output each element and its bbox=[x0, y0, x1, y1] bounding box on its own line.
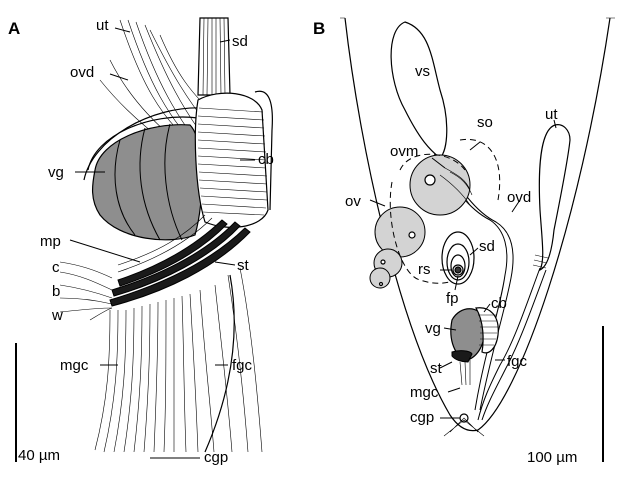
label-b-fp: fp bbox=[446, 290, 459, 307]
panel-a-oviduct-uterus bbox=[99, 19, 223, 166]
label-a-fgc: fgc bbox=[232, 357, 253, 374]
label-b-so: so bbox=[477, 114, 493, 131]
label-a-cb: cb bbox=[258, 151, 274, 168]
label-a-cgp: cgp bbox=[204, 449, 228, 466]
panel-b: B bbox=[313, 17, 615, 466]
label-b-ovm: ovm bbox=[390, 143, 418, 160]
label-a-w: w bbox=[51, 307, 63, 324]
label-a-ovd: ovd bbox=[70, 64, 94, 81]
label-b-st: st bbox=[430, 360, 443, 377]
label-b-sd: sd bbox=[479, 238, 495, 255]
label-a-b: b bbox=[52, 283, 60, 300]
common-genital-pore bbox=[443, 413, 485, 437]
panel-a-stylet bbox=[109, 214, 251, 307]
panel-a-vesicula-granulorum bbox=[83, 107, 206, 241]
label-b-mgc: mgc bbox=[410, 384, 439, 401]
label-b-ov: ov bbox=[345, 193, 361, 210]
scale-bar-b-label: 100 µm bbox=[527, 449, 577, 466]
label-b-fgc: fgc bbox=[507, 353, 528, 370]
seminal-receptacle bbox=[441, 231, 475, 285]
panel-b-letter: B bbox=[313, 19, 325, 38]
label-b-cb: cb bbox=[491, 295, 507, 312]
scale-bar-a-label: 40 µm bbox=[18, 447, 60, 464]
label-b-rs: rs bbox=[418, 261, 431, 278]
ovary bbox=[369, 154, 473, 289]
body-outline bbox=[344, 17, 611, 432]
label-a-ut: ut bbox=[96, 17, 109, 34]
label-a-vg: vg bbox=[48, 164, 64, 181]
label-a-c: c bbox=[52, 259, 60, 276]
panel-a-left-fibers bbox=[59, 261, 113, 321]
panel-a: A bbox=[8, 17, 274, 466]
panel-a-letter: A bbox=[8, 19, 20, 38]
panel-a-leaders bbox=[69, 27, 255, 459]
label-b-vs: vs bbox=[415, 63, 430, 80]
panel-a-seminal-duct bbox=[197, 17, 231, 96]
label-b-vg: vg bbox=[425, 320, 441, 337]
panel-b-leaders bbox=[369, 119, 557, 419]
label-a-st: st bbox=[237, 257, 250, 274]
label-a-mgc: mgc bbox=[60, 357, 89, 374]
seminal-vesicle bbox=[390, 21, 448, 159]
label-b-cgp: cgp bbox=[410, 409, 434, 426]
copulatory-organ bbox=[450, 307, 499, 386]
panel-a-genital-canals bbox=[94, 267, 263, 453]
uterus bbox=[532, 124, 571, 272]
label-a-mp: mp bbox=[40, 233, 61, 250]
label-a-sd: sd bbox=[232, 33, 248, 50]
so-dashed-outline bbox=[459, 138, 501, 201]
label-b-ovd: ovd bbox=[507, 189, 531, 206]
label-b-ut: ut bbox=[545, 106, 558, 123]
